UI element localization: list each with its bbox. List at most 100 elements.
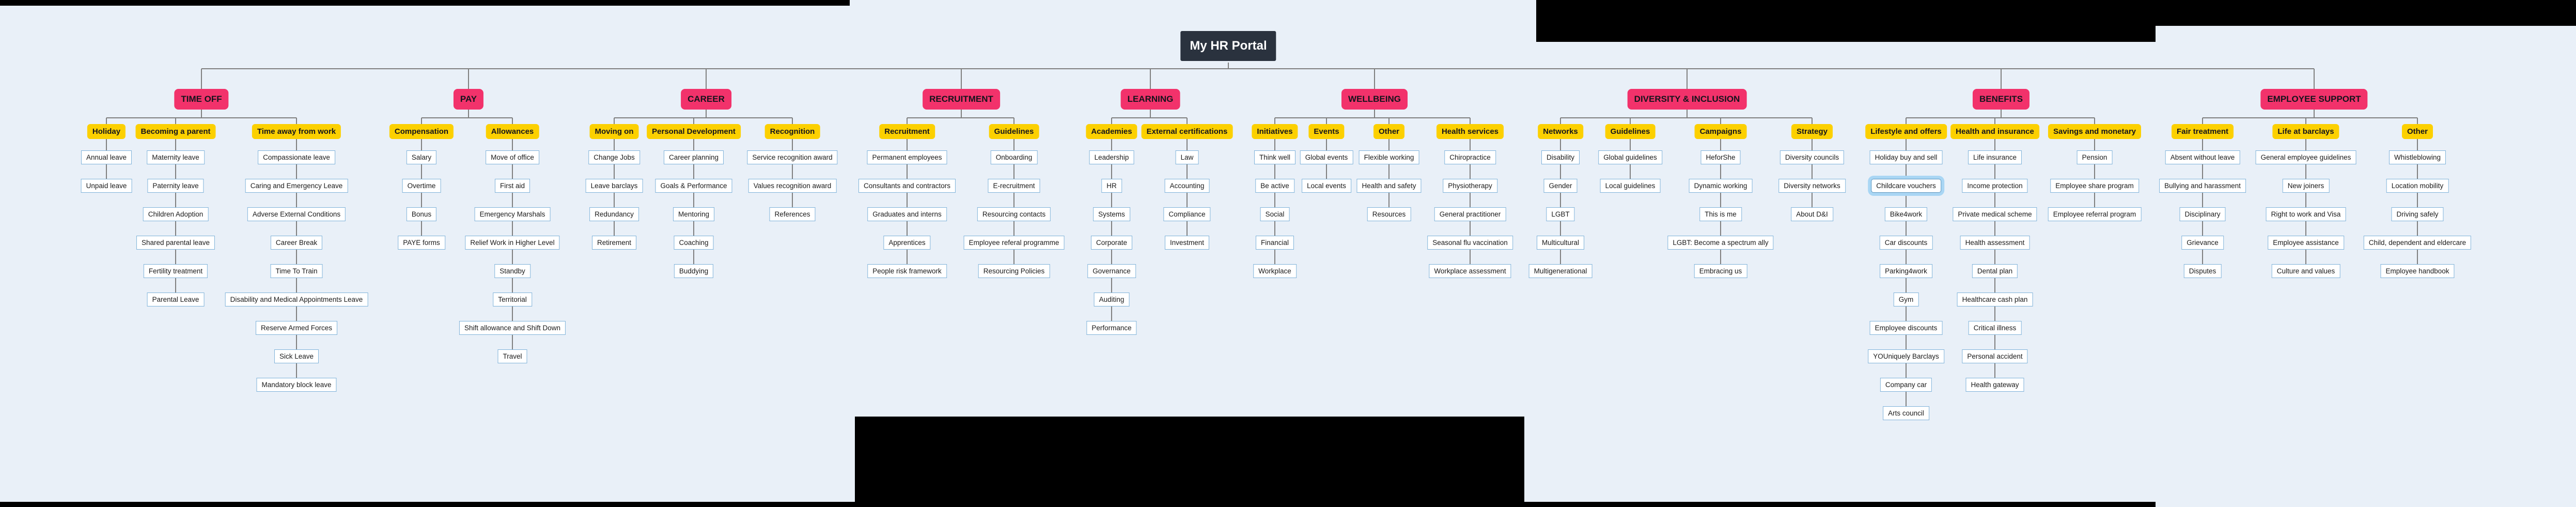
leaf-node-parental-leave[interactable]: Parental Leave — [147, 293, 205, 306]
leaf-node-seasonal-flu-vaccination[interactable]: Seasonal flu vaccination — [1427, 236, 1513, 250]
leaf-node-disability[interactable]: Disability — [1541, 150, 1580, 164]
leaf-node-health-gateway[interactable]: Health gateway — [1965, 378, 2024, 392]
leaf-node-youniquely-barclays[interactable]: YOUniquely Barclays — [1868, 349, 1944, 363]
leaf-node-redundancy[interactable]: Redundancy — [589, 207, 639, 221]
group-node-other[interactable]: Other — [2401, 124, 2433, 139]
leaf-node-paternity-leave[interactable]: Paternity leave — [147, 179, 204, 193]
leaf-node-be-active[interactable]: Be active — [1255, 179, 1294, 193]
leaf-node-parking4work[interactable]: Parking4work — [1880, 264, 1932, 278]
leaf-node-disability-and-medical-appointments-leave[interactable]: Disability and Medical Appointments Leav… — [225, 293, 368, 306]
leaf-node-shared-parental-leave[interactable]: Shared parental leave — [136, 236, 215, 250]
group-node-initiatives[interactable]: Initiatives — [1252, 124, 1298, 139]
group-node-time-away-from-work[interactable]: Time away from work — [252, 124, 341, 139]
leaf-node-income-protection[interactable]: Income protection — [1962, 179, 2028, 193]
group-node-allowances[interactable]: Allowances — [486, 124, 539, 139]
leaf-node-adverse-external-conditions[interactable]: Adverse External Conditions — [247, 207, 346, 221]
leaf-node-compassionate-leave[interactable]: Compassionate leave — [258, 150, 335, 164]
leaf-node-service-recognition-award[interactable]: Service recognition award — [747, 150, 838, 164]
branch-node-employee-support[interactable]: EMPLOYEE SUPPORT — [2260, 89, 2368, 110]
leaf-node-employee-referal-programme[interactable]: Employee referal programme — [963, 236, 1065, 250]
leaf-node-lgbt[interactable]: LGBT — [1546, 207, 1575, 221]
group-node-savings-and-monetary[interactable]: Savings and monetary — [2048, 124, 2142, 139]
leaf-node-reserve-armed-forces[interactable]: Reserve Armed Forces — [255, 321, 338, 335]
leaf-node-healthcare-cash-plan[interactable]: Healthcare cash plan — [1957, 293, 2033, 306]
leaf-node-pension[interactable]: Pension — [2077, 150, 2113, 164]
leaf-node-global-events[interactable]: Global events — [1300, 150, 1353, 164]
leaf-node-relief-work-in-higher-level[interactable]: Relief Work in Higher Level — [465, 236, 560, 250]
group-node-holiday[interactable]: Holiday — [87, 124, 126, 139]
leaf-node-goals-performance[interactable]: Goals & Performance — [655, 179, 732, 193]
leaf-node-employee-assistance[interactable]: Employee assistance — [2268, 236, 2344, 250]
leaf-node-driving-safely[interactable]: Driving safely — [2391, 207, 2444, 221]
leaf-node-accounting[interactable]: Accounting — [1164, 179, 1210, 193]
leaf-node-chiropractice[interactable]: Chiropractice — [1444, 150, 1496, 164]
group-node-strategy[interactable]: Strategy — [1791, 124, 1833, 139]
leaf-node-gender[interactable]: Gender — [1543, 179, 1578, 193]
group-node-fair-treatment[interactable]: Fair treatment — [2171, 124, 2234, 139]
leaf-node-resourcing-policies[interactable]: Resourcing Policies — [978, 264, 1050, 278]
leaf-node-overtime[interactable]: Overtime — [402, 179, 441, 193]
leaf-node-child-dependent-and-eldercare[interactable]: Child, dependent and eldercare — [2363, 236, 2472, 250]
leaf-node-this-is-me[interactable]: This is me — [1699, 207, 1742, 221]
leaf-node-retirement[interactable]: Retirement — [591, 236, 637, 250]
leaf-node-annual-leave[interactable]: Annual leave — [81, 150, 132, 164]
leaf-node-childcare-vouchers[interactable]: Childcare vouchers — [1871, 179, 1941, 193]
leaf-node-employee-handbook[interactable]: Employee handbook — [2380, 264, 2455, 278]
leaf-node-workplace[interactable]: Workplace — [1253, 264, 1297, 278]
leaf-node-diversity-networks[interactable]: Diversity networks — [1778, 179, 1846, 193]
leaf-node-apprentices[interactable]: Apprentices — [883, 236, 931, 250]
group-node-networks[interactable]: Networks — [1538, 124, 1583, 139]
leaf-node-financial[interactable]: Financial — [1255, 236, 1294, 250]
leaf-node-mandatory-block-leave[interactable]: Mandatory block leave — [256, 378, 337, 392]
leaf-node-general-practitioner[interactable]: General practitioner — [1434, 207, 1506, 221]
leaf-node-compliance[interactable]: Compliance — [1163, 207, 1211, 221]
leaf-node-law[interactable]: Law — [1175, 150, 1199, 164]
leaf-node-onboarding[interactable]: Onboarding — [990, 150, 1038, 164]
leaf-node-buddying[interactable]: Buddying — [674, 264, 714, 278]
leaf-node-values-recognition-award[interactable]: Values recognition award — [748, 179, 837, 193]
group-node-health-services[interactable]: Health services — [1436, 124, 1504, 139]
group-node-compensation[interactable]: Compensation — [389, 124, 454, 139]
leaf-node-investment[interactable]: Investment — [1164, 236, 1210, 250]
leaf-node-employee-referral-program[interactable]: Employee referral program — [2048, 207, 2142, 221]
leaf-node-career-break[interactable]: Career Break — [270, 236, 323, 250]
leaf-node-right-to-work-and-visa[interactable]: Right to work and Visa — [2266, 207, 2346, 221]
branch-node-pay[interactable]: PAY — [453, 89, 484, 110]
leaf-node-graduates-and-interns[interactable]: Graduates and interns — [867, 207, 947, 221]
leaf-node-critical-illness[interactable]: Critical illness — [1968, 321, 2022, 335]
leaf-node-personal-accident[interactable]: Personal accident — [1962, 349, 2028, 363]
leaf-node-heforshe[interactable]: HeforShe — [1700, 150, 1741, 164]
group-node-academies[interactable]: Academies — [1086, 124, 1137, 139]
leaf-node-car-discounts[interactable]: Car discounts — [1879, 236, 1933, 250]
branch-node-benefits[interactable]: BENEFITS — [1972, 89, 2030, 110]
group-node-events[interactable]: Events — [1308, 124, 1345, 139]
group-node-lifestyle-and-offers[interactable]: Lifestyle and offers — [1865, 124, 1947, 139]
group-node-recruitment[interactable]: Recruitment — [879, 124, 935, 139]
leaf-node-consultants-and-contractors[interactable]: Consultants and contractors — [858, 179, 956, 193]
branch-node-time-off[interactable]: TIME OFF — [174, 89, 229, 110]
leaf-node-people-risk-framework[interactable]: People risk framework — [867, 264, 947, 278]
leaf-node-company-car[interactable]: Company car — [1880, 378, 1932, 392]
leaf-node-change-jobs[interactable]: Change Jobs — [588, 150, 640, 164]
group-node-other[interactable]: Other — [1373, 124, 1405, 139]
leaf-node-local-events[interactable]: Local events — [1302, 179, 1351, 193]
leaf-node-resourcing-contacts[interactable]: Resourcing contacts — [977, 207, 1051, 221]
group-node-guidelines[interactable]: Guidelines — [989, 124, 1039, 139]
branch-node-diversity-inclusion[interactable]: DIVERSITY & INCLUSION — [1627, 89, 1747, 110]
branch-node-career[interactable]: CAREER — [681, 89, 731, 110]
branch-node-learning[interactable]: LEARNING — [1120, 89, 1180, 110]
leaf-node-mentoring[interactable]: Mentoring — [673, 207, 715, 221]
leaf-node-arts-council[interactable]: Arts council — [1883, 406, 1929, 420]
group-node-health-and-insurance[interactable]: Health and insurance — [1950, 124, 2039, 139]
leaf-node-bonus[interactable]: Bonus — [406, 207, 437, 221]
leaf-node-whistleblowing[interactable]: Whistleblowing — [2388, 150, 2446, 164]
leaf-node-time-to-train[interactable]: Time To Train — [270, 264, 323, 278]
leaf-node-leave-barclays[interactable]: Leave barclays — [585, 179, 643, 193]
leaf-node-resources[interactable]: Resources — [1367, 207, 1411, 221]
leaf-node-governance[interactable]: Governance — [1087, 264, 1136, 278]
leaf-node-leadership[interactable]: Leadership — [1089, 150, 1134, 164]
leaf-node-performance[interactable]: Performance — [1086, 321, 1137, 335]
group-node-moving-on[interactable]: Moving on — [589, 124, 639, 139]
group-node-personal-development[interactable]: Personal Development — [647, 124, 741, 139]
leaf-node-career-planning[interactable]: Career planning — [663, 150, 724, 164]
